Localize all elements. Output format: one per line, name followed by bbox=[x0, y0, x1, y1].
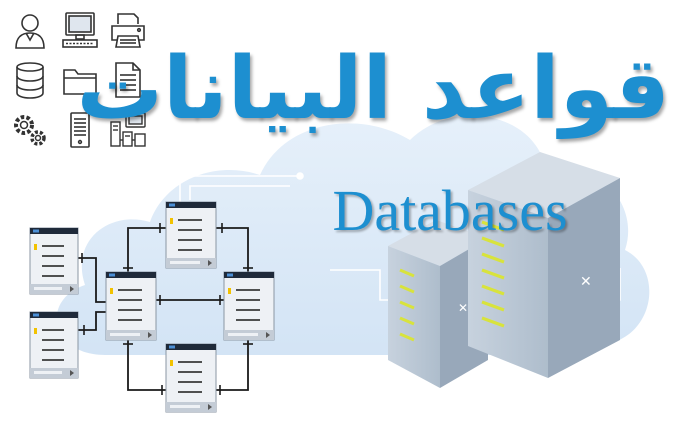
english-title: Databases bbox=[332, 178, 568, 243]
svg-text:✕: ✕ bbox=[458, 301, 468, 315]
db-table bbox=[165, 201, 217, 269]
server-right: ✕ bbox=[468, 152, 620, 378]
db-table bbox=[29, 227, 79, 295]
network-icon bbox=[110, 112, 146, 147]
settings-icon bbox=[14, 115, 46, 146]
printer-icon bbox=[111, 13, 145, 48]
db-table bbox=[105, 271, 157, 341]
computer-icon bbox=[62, 12, 98, 48]
user-icon bbox=[15, 14, 45, 49]
arabic-title: قواعد البيانات bbox=[76, 39, 670, 139]
svg-text:✕: ✕ bbox=[580, 274, 592, 290]
server-left: ✕ bbox=[388, 220, 488, 388]
document-icon bbox=[115, 62, 141, 98]
db-table bbox=[223, 271, 275, 341]
server-tower-icon bbox=[70, 112, 90, 148]
database-icon bbox=[16, 62, 44, 99]
db-table bbox=[29, 311, 79, 379]
table-connectors bbox=[78, 223, 253, 395]
folder-icon bbox=[63, 69, 97, 95]
db-table bbox=[165, 343, 217, 413]
